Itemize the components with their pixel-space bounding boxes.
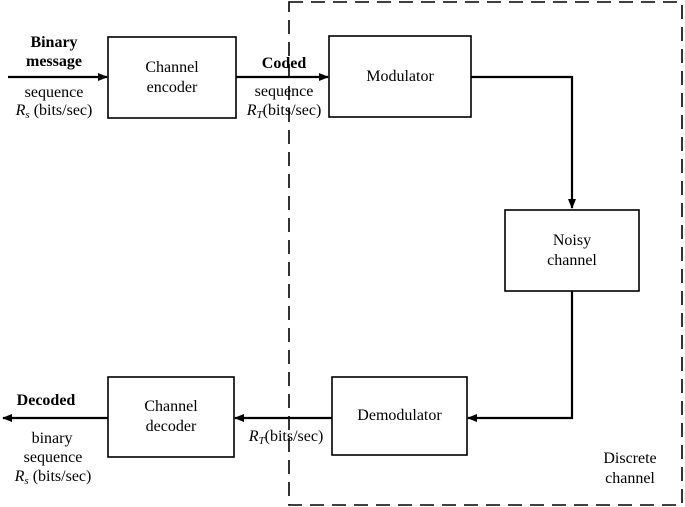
coded-rate-symbol: R bbox=[246, 102, 257, 119]
input-label-message: message bbox=[26, 53, 82, 70]
noisy-channel-line1: Noisy bbox=[552, 231, 592, 249]
output-label-sequence: sequence bbox=[23, 449, 83, 466]
channel-to-demodulator-arrow bbox=[467, 291, 574, 422]
discrete-channel-line2: channel bbox=[605, 470, 655, 487]
input-rate-sub: s bbox=[25, 109, 30, 121]
coded-rate-sub: T bbox=[256, 109, 263, 121]
noisy-channel-label: Noisy channel bbox=[505, 210, 639, 291]
coded-label: Coded bbox=[261, 55, 307, 72]
discrete-channel-region bbox=[288, 1, 683, 506]
output-label-decoded: Decoded bbox=[16, 392, 76, 409]
demodulator-label: Demodulator bbox=[332, 377, 467, 455]
input-rate-symbol: R bbox=[15, 102, 26, 119]
channel-encoder-label: Channel encoder bbox=[108, 37, 236, 118]
channel-decoder-block bbox=[107, 376, 235, 458]
noisy-channel-line2: channel bbox=[547, 251, 597, 269]
input-rate-unit: (bits/sec) bbox=[29, 102, 93, 119]
output-label-binary: binary bbox=[31, 430, 73, 447]
channel-encoder-block bbox=[107, 36, 237, 119]
demod-out-rate-sub: T bbox=[258, 435, 265, 447]
modulator-to-channel-arrow bbox=[471, 75, 576, 209]
coded-rate: RT(bits/sec) bbox=[234, 101, 334, 125]
modulator-block bbox=[328, 35, 472, 118]
demod-out-rate-symbol: R bbox=[248, 428, 259, 445]
output-rate-symbol: R bbox=[14, 468, 25, 485]
discrete-channel-label: Discrete channel bbox=[582, 449, 678, 489]
channel-encoder-line1: Channel bbox=[145, 58, 199, 76]
output-rate: Rs (bits/sec) bbox=[3, 467, 103, 491]
demod-out-rate: RT(bits/sec) bbox=[236, 427, 336, 451]
channel-encoder-line2: encoder bbox=[146, 78, 198, 96]
coded-sequence-label: sequence bbox=[254, 83, 314, 100]
demodulator-line1: Demodulator bbox=[357, 407, 442, 424]
input-label-binary: Binary bbox=[30, 34, 78, 51]
input-label-sequence: sequence bbox=[24, 84, 84, 101]
channel-decoder-label: Channel decoder bbox=[108, 377, 234, 457]
output-rate-unit: (bits/sec) bbox=[28, 468, 92, 485]
channel-decoder-line1: Channel bbox=[144, 398, 198, 415]
modulator-line1: Modulator bbox=[366, 67, 434, 85]
demodulator-block bbox=[331, 376, 468, 456]
channel-decoder-line2: decoder bbox=[145, 418, 197, 435]
modulator-label: Modulator bbox=[329, 36, 471, 117]
discrete-channel-line1: Discrete bbox=[603, 450, 657, 467]
demod-out-rate-unit: (bits/sec) bbox=[264, 428, 324, 445]
coded-rate-unit: (bits/sec) bbox=[262, 102, 322, 119]
input-rate: Rs (bits/sec) bbox=[4, 101, 104, 125]
output-rate-sub: s bbox=[24, 475, 29, 487]
